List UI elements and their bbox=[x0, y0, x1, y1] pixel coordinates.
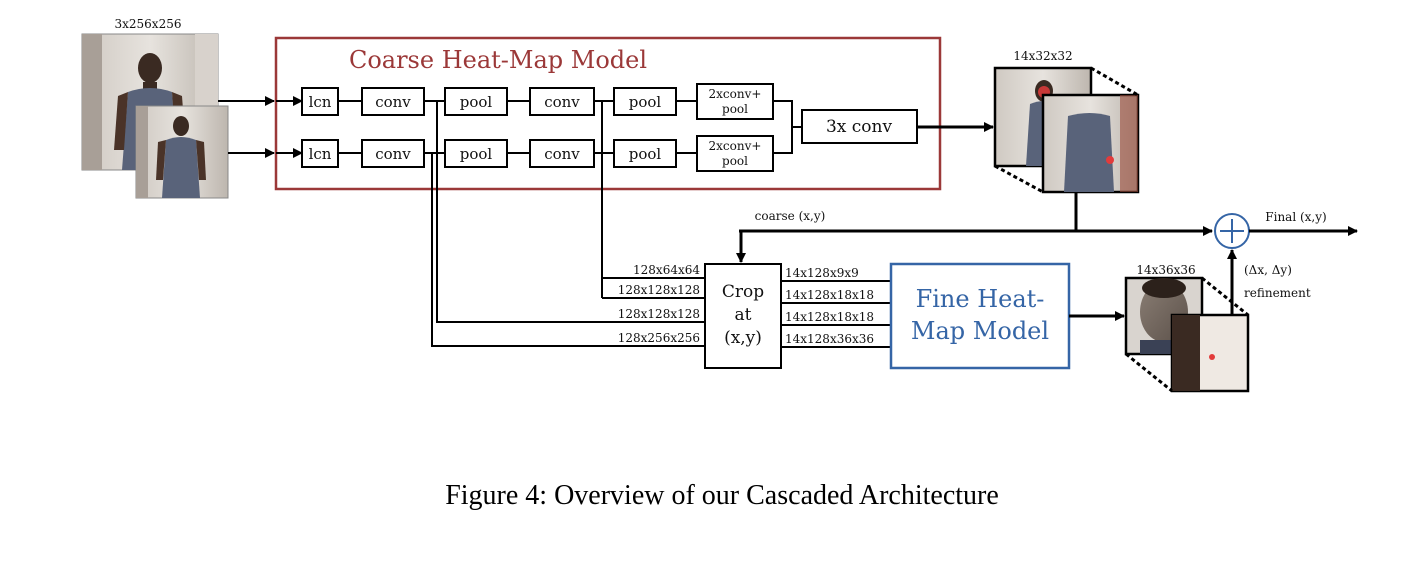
sum-node bbox=[1214, 213, 1250, 249]
crop-output-size: 14x128x18x18 bbox=[785, 288, 874, 302]
conv-pool-label-line1: 2xconv+ bbox=[709, 139, 762, 153]
pool-box bbox=[444, 139, 508, 168]
three-conv-label: 3x conv bbox=[826, 117, 893, 137]
fine-model-title-line2: Map Model bbox=[911, 317, 1049, 345]
pool-label: pool bbox=[460, 93, 493, 111]
crop-input-size: 128x128x128 bbox=[618, 283, 700, 297]
crop-input-size: 128x64x64 bbox=[633, 263, 700, 277]
coarse-model-title: Coarse Heat-Map Model bbox=[349, 46, 647, 74]
crop-input-size: 128x128x128 bbox=[618, 307, 700, 321]
coarse-row-2: lcn conv pool conv pool 2xconv+ pool bbox=[301, 135, 774, 172]
conv-label: conv bbox=[544, 93, 580, 111]
crop-box bbox=[704, 263, 782, 369]
figure-caption: Figure 4: Overview of our Cascaded Archi… bbox=[445, 480, 999, 511]
input-size-label: 3x256x256 bbox=[115, 17, 182, 31]
pool-box bbox=[613, 139, 677, 168]
coarse-xy-label: coarse (x,y) bbox=[755, 209, 826, 223]
fine-model-box bbox=[889, 262, 1071, 370]
coarse-model-box bbox=[274, 36, 942, 191]
fine-output-size-label: 14x36x36 bbox=[1136, 263, 1195, 277]
conv-label: conv bbox=[544, 145, 580, 163]
pool-label: pool bbox=[460, 145, 493, 163]
crop-input-size: 128x256x256 bbox=[618, 331, 700, 345]
pool-label: pool bbox=[629, 93, 662, 111]
crop-label-line3: (x,y) bbox=[724, 328, 762, 348]
conv-pool-label-line1: 2xconv+ bbox=[709, 87, 762, 101]
conv-pool-box bbox=[696, 135, 774, 172]
skip-connection bbox=[431, 153, 705, 347]
crop-label-line1: Crop bbox=[722, 282, 764, 302]
pool-label: pool bbox=[629, 145, 662, 163]
crop-output-size: 14x128x36x36 bbox=[785, 332, 874, 346]
crop-label-line2: at bbox=[735, 305, 752, 325]
refinement-label-line1: (Δx, Δy) bbox=[1244, 263, 1292, 277]
lcn-box bbox=[301, 139, 339, 168]
lcn-label: lcn bbox=[309, 145, 332, 163]
final-label: Final (x,y) bbox=[1265, 210, 1326, 224]
conv-box bbox=[529, 139, 595, 168]
conv-box bbox=[361, 87, 425, 116]
conv-pool-label-line2: pool bbox=[722, 102, 748, 116]
conv-pool-label-line2: pool bbox=[722, 154, 748, 168]
fine-heatmap-image-2 bbox=[1170, 313, 1250, 393]
crop-output-size: 14x128x18x18 bbox=[785, 310, 874, 324]
fine-model-title-line1: Fine Heat- bbox=[916, 285, 1045, 313]
lcn-label: lcn bbox=[309, 93, 332, 111]
lcn-box bbox=[301, 87, 339, 116]
skip-connection bbox=[436, 101, 705, 323]
coarse-output-size-label: 14x32x32 bbox=[1013, 49, 1072, 63]
coarse-row-1: lcn conv pool conv pool 2xconv+ pool bbox=[301, 83, 774, 120]
conv-label: conv bbox=[375, 93, 411, 111]
coarse-heatmap-image-2 bbox=[1041, 93, 1140, 194]
crop-output-size: 14x128x9x9 bbox=[785, 266, 859, 280]
input-image-2 bbox=[135, 105, 229, 199]
merge-bracket bbox=[773, 100, 793, 154]
conv-label: conv bbox=[375, 145, 411, 163]
refinement-label-line2: refinement bbox=[1244, 286, 1311, 300]
